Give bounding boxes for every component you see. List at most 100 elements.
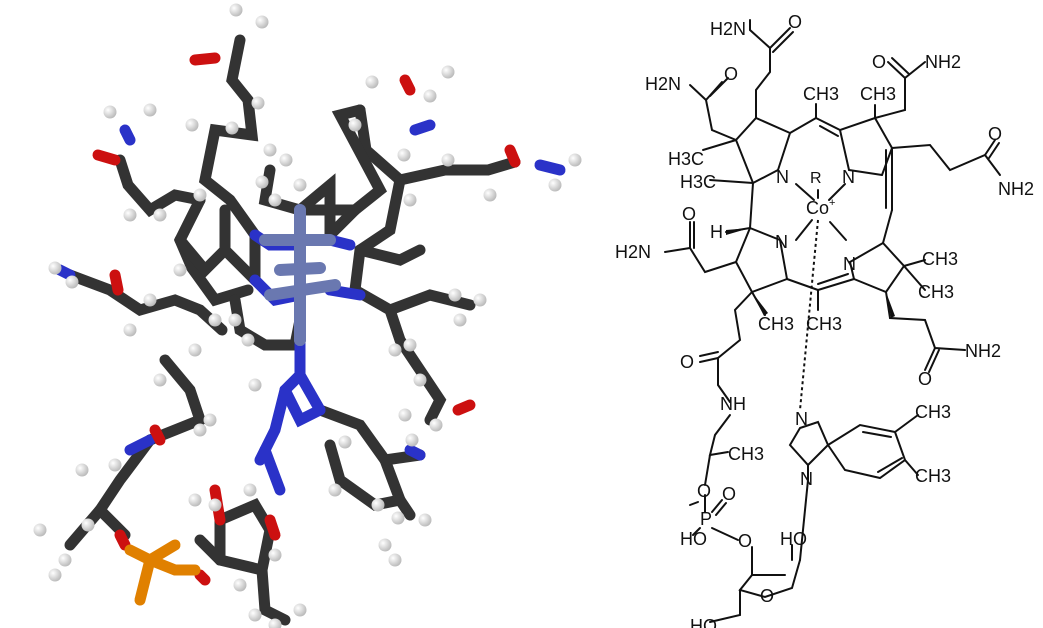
bond-rod [149,424,166,446]
hydrogen-atom [441,153,455,167]
hydrogen-atom [448,288,462,302]
hydrogen-atoms [33,3,582,628]
hydrogen-atom [293,603,307,617]
cobalt-bonds [259,204,341,346]
bond-rod [254,369,306,466]
bond-rod [404,444,426,461]
bond-rod [399,74,416,96]
label-co: Co+ [806,197,835,218]
label-ch3-chain: CH3 [728,444,764,464]
label-ch3-meso-top: CH3 [803,84,839,104]
hydrogen-atom [225,121,239,135]
label-nh2-ringb: NH2 [925,52,961,72]
hydrogen-atom [413,373,427,387]
bond-rod [259,444,286,496]
bond-rod [279,384,326,428]
label-ch3-bz1: CH3 [915,402,951,422]
hydrogen-atom [403,193,417,207]
label-ch3-meso-bot: CH3 [806,314,842,334]
hydrogen-atom [453,313,467,327]
bond-rod [189,52,221,66]
hydrogen-atom [108,458,122,472]
label-h2n-left: H2N [645,74,681,94]
hydrogen-atom [268,548,282,562]
hydrogen-atom [388,553,402,567]
hydrogen-atom [251,96,265,110]
bond-rod [394,494,416,521]
oxygen-bonds [92,52,521,586]
hydrogen-atom [568,153,582,167]
hydrogen-atom [153,373,167,387]
hydrogen-atom [143,293,157,307]
label-o-phos2: O [722,484,736,504]
label-n-bzim1: N [795,409,808,429]
hydrogen-atom [208,498,222,512]
bond-rod [534,159,566,176]
phosphorus-bonds [124,539,201,606]
hydrogen-atom [328,483,342,497]
label-n-c: N [843,254,856,274]
hydrogen-atom [483,188,497,202]
bond-rod [124,434,156,456]
hydrogen-atom [348,118,362,132]
hydrogen-atom [293,178,307,192]
hydrogen-atom [398,408,412,422]
hydrogen-atom [391,511,405,525]
label-o-ringb: O [872,52,886,72]
label-ho-ribose: HO [780,529,807,549]
bond-rod [109,269,124,296]
hydrogen-atom [188,343,202,357]
hydrogen-atom [208,313,222,327]
bond-rod [194,569,211,586]
hydrogen-atom [403,338,417,352]
label-nh2-right: NH2 [998,179,1034,199]
label-n-a: N [776,167,789,187]
hydrogen-atom [75,463,89,477]
label-ho-bottom: HO [690,616,717,628]
label-o-chain: O [680,352,694,372]
hydrogen-atom [203,413,217,427]
label-ch3-c2: CH3 [918,282,954,302]
hydrogen-atom [397,148,411,162]
label-o-ringd: O [682,204,696,224]
bond-rod [173,194,254,307]
hydrogen-atom [429,418,443,432]
hydrogen-atom [255,175,269,189]
hydrogen-atom [268,618,282,628]
label-o-ribose: O [760,586,774,606]
stereo-wedges [726,228,895,318]
label-h2n-ringd: H2N [615,242,651,262]
hydrogen-atom [378,538,392,552]
bond-rod [264,514,281,541]
hydrogen-atom [103,105,117,119]
label-n-bzim2: N [800,469,813,489]
hydrogen-atom [405,433,419,447]
label-o-ringc: O [918,369,932,389]
bond-rod [124,544,201,576]
hydrogen-atom [58,553,72,567]
hydrogen-atom [248,608,262,622]
label-o-phos1: O [697,481,711,501]
label-o-right: O [988,124,1002,144]
corrin-ring-bonds [734,103,906,411]
bond-rod [198,34,261,241]
hydrogen-atom [173,263,187,277]
side-chain-bonds [664,19,1001,623]
hydrogen-atom [263,143,277,157]
bond-rod [409,119,436,136]
bond-rod [119,124,136,146]
bond-rod [354,104,521,186]
hydrogen-atom [33,523,47,537]
label-h-ringd: H [710,222,723,242]
hydrogen-atom [193,423,207,437]
hydrogen-atom [193,188,207,202]
label-nh2-ringc: NH2 [965,341,1001,361]
stick-model-3d [33,3,582,628]
hydrogen-atom [188,493,202,507]
label-n-d: N [775,232,788,252]
label-o-phos3: O [738,531,752,551]
atom-labels: H2N O H2N O CH3 CH3 O NH2 H3C H3C O NH2 … [615,12,1034,628]
bond-rod [504,144,521,168]
carbon-bonds [64,34,521,626]
